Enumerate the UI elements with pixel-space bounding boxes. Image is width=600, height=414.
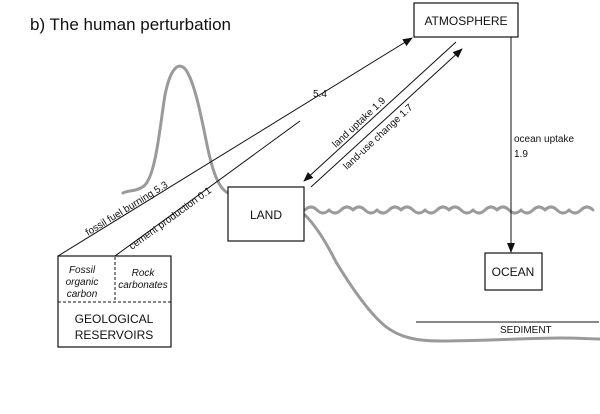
ocean-surface-wave	[303, 205, 595, 215]
seafloor-profile	[303, 213, 600, 343]
ocean-uptake-value: 1.9	[514, 149, 528, 160]
sediment-label: SEDIMENT	[500, 325, 552, 336]
mountain-profile	[121, 64, 230, 195]
cement-line	[114, 120, 301, 257]
ocean-box	[484, 252, 543, 291]
land-uptake-arrow	[303, 41, 457, 182]
fossil-fuel-arrow	[57, 37, 413, 257]
ocean-label: OCEAN	[492, 265, 535, 279]
fossil-label-2: organic	[66, 277, 99, 288]
geological-label-2: RESERVOIRS	[75, 328, 153, 342]
rock-label-2: carbonates	[118, 280, 167, 291]
land-box	[227, 186, 305, 242]
ocean-uptake-label: ocean uptake	[514, 134, 574, 145]
atmosphere-label: ATMOSPHERE	[424, 14, 507, 28]
fossil-label-1: Fossil	[69, 265, 96, 276]
rock-label-1: Rock	[132, 268, 156, 279]
land-use-arrow	[310, 48, 463, 188]
atmosphere-box	[413, 2, 519, 38]
figure-title: b) The human perturbation	[30, 15, 231, 34]
total-emission-label: 5.4	[313, 89, 327, 100]
land-label: LAND	[250, 208, 282, 222]
geological-label-1: GEOLOGICAL	[75, 312, 154, 326]
fossil-label-3: carbon	[67, 289, 98, 300]
